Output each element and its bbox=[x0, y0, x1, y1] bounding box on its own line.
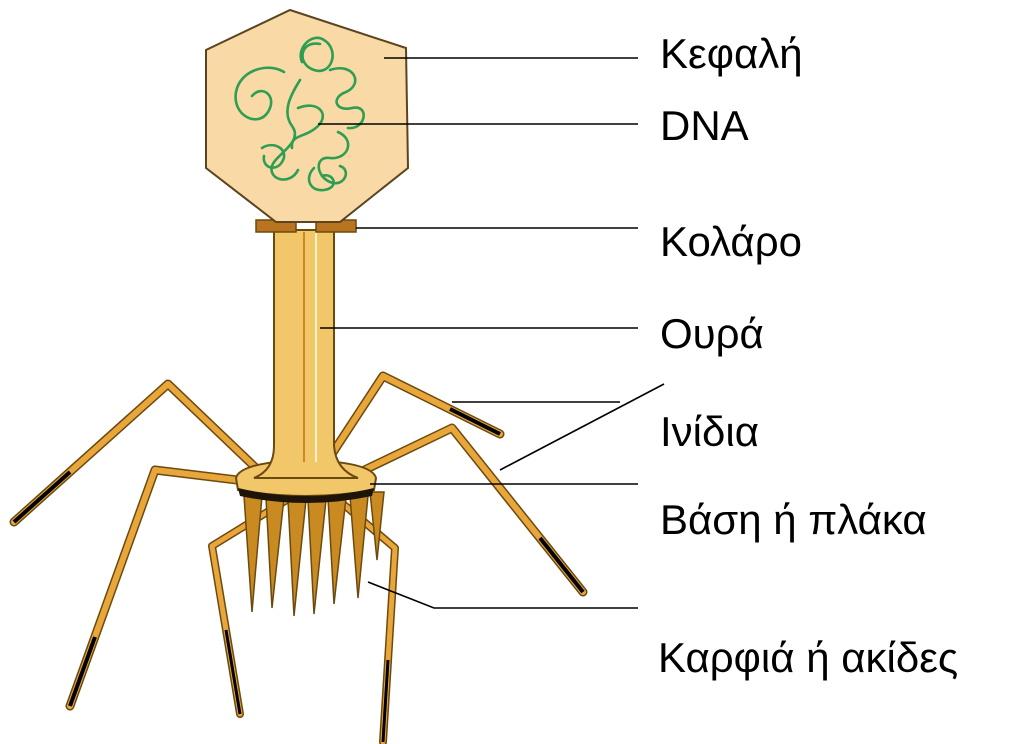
label-dna: DNA bbox=[660, 102, 749, 149]
fiber-front-right bbox=[336, 498, 395, 742]
label-fibers: Ινίδια bbox=[660, 408, 759, 455]
label-spikes: Καρφιά ή ακίδες bbox=[658, 634, 958, 681]
spike bbox=[266, 498, 284, 608]
spike bbox=[308, 500, 326, 614]
spike bbox=[350, 496, 368, 598]
leader-spikes bbox=[368, 582, 638, 608]
label-tail: Ουρά bbox=[660, 310, 764, 357]
fiber-left-outer bbox=[14, 384, 258, 522]
label-base-plate: Βάση ή πλάκα bbox=[660, 496, 927, 543]
fiber-right-outer bbox=[352, 428, 583, 592]
spike bbox=[288, 500, 306, 616]
spike bbox=[244, 496, 262, 612]
leader-fibers-diagonal bbox=[500, 384, 664, 470]
label-head: Κεφαλή bbox=[660, 30, 803, 77]
labels: Κεφαλή DNA Κολάρο Ουρά Ινίδια Βάση ή πλά… bbox=[658, 30, 958, 681]
spike bbox=[328, 498, 346, 604]
label-collar: Κολάρο bbox=[660, 218, 802, 265]
